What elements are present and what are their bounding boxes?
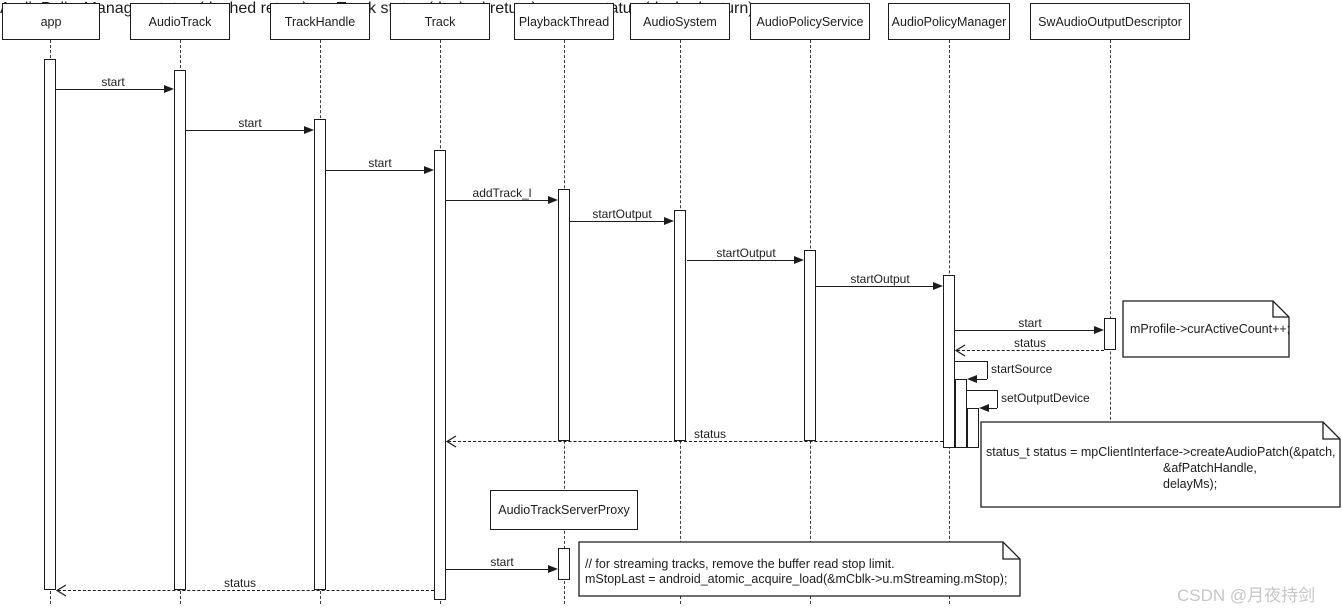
selfcall-line	[955, 361, 987, 362]
watermark: CSDN @月夜持剑	[1177, 586, 1316, 605]
message-line-startoutput1	[570, 221, 666, 222]
note-shape-icon	[980, 421, 1341, 508]
activation-app	[44, 59, 56, 590]
message-line-startoutput3	[816, 286, 935, 287]
arrowhead-icon	[424, 166, 434, 174]
arrowhead-icon	[794, 256, 804, 264]
message-label-startproxy: start	[490, 555, 514, 569]
message-label-statusbottom: status	[223, 576, 256, 590]
note-streaming: // for streaming tracks, remove the buff…	[578, 541, 1021, 597]
note-streaming-line1: // for streaming tracks, remove the buff…	[585, 557, 895, 571]
open-arrowhead-icon	[56, 584, 67, 597]
arrowhead-icon	[933, 282, 943, 290]
message-label-addtrack: addTrack_l	[472, 186, 532, 200]
participant-audiotrack: AudioTrack	[130, 3, 230, 40]
participant-swaudiooutputdescriptor: SwAudioOutputDescriptor	[1030, 3, 1190, 40]
arrowhead-icon	[967, 375, 977, 383]
lifeline-swaudiooutputdescriptor	[1110, 40, 1111, 460]
participant-audiopolicyservice: AudioPolicyService	[750, 3, 870, 40]
activation-setoutputdevice	[967, 408, 979, 448]
message-line-start2	[186, 130, 306, 131]
selfcall-line	[988, 408, 997, 409]
message-label-start3: start	[368, 156, 392, 170]
participant-audiopolicymanager: AudioPolicyManager	[888, 3, 1010, 40]
message-line-statusreturn	[448, 441, 943, 442]
selfcall-line	[987, 361, 988, 379]
message-line-statusbottom	[58, 590, 434, 591]
note-fold-icon	[1322, 422, 1340, 440]
participant-audiotrackserverproxy: AudioTrackServerProxy	[490, 490, 638, 530]
message-label-statussw: status	[1013, 336, 1046, 350]
arrowhead-icon	[304, 126, 314, 134]
note-patch-line1: status_t status = mpClientInterface->cre…	[986, 445, 1336, 459]
activation-audiotrackserverproxy	[558, 548, 570, 580]
message-line-start1	[56, 89, 166, 90]
activation-startsource	[955, 379, 967, 448]
message-line-addtrack	[446, 200, 550, 201]
activation-track	[434, 150, 446, 600]
message-line-startoutput2	[687, 260, 796, 261]
open-arrowhead-icon	[955, 344, 966, 357]
selfcall-line	[967, 390, 997, 391]
message-label-startoutput1: startOutput	[592, 207, 652, 221]
note-createaudiopatch: status_t status = mpClientInterface->cre…	[980, 421, 1341, 508]
message-label-start2: start	[238, 116, 262, 130]
message-label-startoutput2: startOutput	[716, 246, 776, 260]
message-line-statussw	[957, 350, 1104, 351]
arrowhead-icon	[664, 217, 674, 225]
activation-trackhandle	[314, 119, 326, 590]
arrowhead-icon	[548, 565, 558, 573]
activation-audiotrack	[174, 70, 186, 590]
note-patch-line3: delayMs);	[1163, 477, 1218, 491]
note-fold-icon	[1272, 301, 1289, 318]
activation-swaudiooutputdescriptor	[1104, 318, 1116, 350]
message-line-startproxy	[446, 569, 550, 570]
arrowhead-icon	[164, 85, 174, 93]
note-shape-icon	[578, 541, 1021, 597]
note-profile: mProfile->curActiveCount++;	[1122, 300, 1290, 358]
note-profile-text: mProfile->curActiveCount++;	[1130, 322, 1291, 336]
participant-app: app	[2, 3, 100, 40]
participant-playbackthread: PlaybackThread	[514, 3, 614, 40]
message-label-statusreturn: status	[693, 427, 726, 441]
message-line-start3	[326, 170, 426, 171]
message-label-startsource: startSource	[991, 362, 1053, 376]
note-patch-line2: &afPatchHandle,	[1163, 461, 1257, 475]
note-streaming-line2: mStopLast = android_atomic_acquire_load(…	[585, 572, 1008, 586]
open-arrowhead-icon	[446, 435, 457, 448]
selfcall-line	[997, 390, 998, 408]
note-shape-icon	[1122, 300, 1290, 358]
activation-audiopolicyservice	[804, 250, 816, 441]
activation-audiopolicymanager	[943, 275, 955, 448]
message-label-startsw: start	[1018, 316, 1042, 330]
participant-audiosystem: AudioSystem	[630, 3, 730, 40]
participant-trackhandle: TrackHandle	[270, 3, 370, 40]
message-label-start1: start	[101, 75, 125, 89]
message-label-startoutput3: startOutput	[850, 272, 910, 286]
selfcall-line	[976, 379, 987, 380]
arrowhead-icon	[548, 196, 558, 204]
arrowhead-icon	[979, 404, 989, 412]
activation-playbackthread	[558, 189, 570, 441]
participant-track: Track	[390, 3, 490, 40]
message-line-startsw	[955, 330, 1096, 331]
note-fold-icon	[1002, 542, 1020, 560]
activation-audiosystem	[674, 210, 686, 441]
message-label-setoutputdevice: setOutputDevice	[1001, 391, 1090, 405]
arrowhead-icon	[1094, 326, 1104, 334]
